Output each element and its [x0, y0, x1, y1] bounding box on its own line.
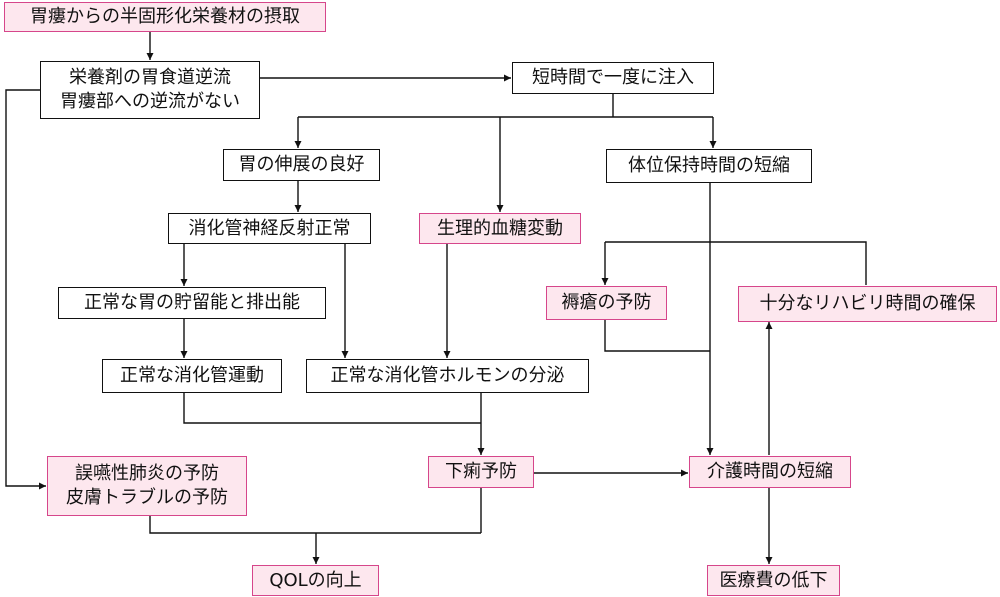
node-gastric-storage-label: 正常な胃の貯留能と排出能 — [84, 292, 300, 313]
node-care-time-label: 介護時間の短縮 — [707, 461, 833, 482]
line-bedsore-to-posture-line — [604, 320, 710, 352]
node-glucose: 生理的血糖変動 — [419, 213, 581, 244]
node-gi-motility: 正常な消化管運動 — [102, 359, 282, 393]
node-rehab-time-label: 十分なリハビリ時間の確保 — [759, 293, 976, 314]
node-short-injection: 短時間で一度に注入 — [512, 62, 714, 94]
line-short-injection-branch — [298, 94, 713, 118]
node-gastrostomy-intake: 胃瘻からの半固形化栄養材の摂取 — [4, 2, 326, 32]
line-rehab-to-bedsore-top — [605, 241, 867, 285]
node-nerve-reflex-label: 消化管神経反射正常 — [188, 217, 351, 239]
node-care-time: 介護時間の短縮 — [689, 456, 851, 488]
node-posture-time-label: 体位保持時間の短縮 — [628, 155, 790, 176]
node-pneumonia-skin: 誤嚥性肺炎の予防 皮膚トラブルの予防 — [47, 456, 247, 516]
node-rehab-time: 十分なリハビリ時間の確保 — [738, 286, 997, 322]
node-no-reflux: 栄養剤の胃食道逆流 胃瘻部への逆流がない — [40, 61, 260, 119]
node-posture-time: 体位保持時間の短縮 — [606, 149, 812, 183]
node-nerve-reflex: 消化管神経反射正常 — [168, 213, 371, 244]
node-pneumonia-label-line1: 誤嚥性肺炎の予防 — [75, 463, 219, 484]
node-medical-cost-label: 医療費の低下 — [719, 569, 828, 591]
node-no-reflux-label-line2: 胃瘻部への逆流がない — [60, 91, 240, 112]
node-stomach-distension-label: 胃の伸展の良好 — [238, 154, 365, 175]
node-no-reflux-label-line1: 栄養剤の胃食道逆流 — [69, 67, 231, 88]
line-motility-hormone-merge — [183, 393, 482, 424]
node-stomach-distension: 胃の伸展の良好 — [223, 149, 380, 181]
node-qol: QOLの向上 — [252, 565, 379, 596]
node-gi-hormone: 正常な消化管ホルモンの分泌 — [306, 359, 589, 393]
node-diarrhea-prevention-label: 下痢予防 — [445, 461, 517, 482]
node-pneumonia-label-line2: 皮膚トラブルの予防 — [66, 487, 228, 508]
node-gastric-storage: 正常な胃の貯留能と排出能 — [58, 287, 326, 319]
node-gi-motility-label: 正常な消化管運動 — [120, 365, 264, 386]
arrow-no-reflux-to-pneumonia — [5, 89, 46, 490]
node-medical-cost: 医療費の低下 — [707, 565, 840, 596]
node-glucose-label: 生理的血糖変動 — [437, 217, 563, 239]
node-gastrostomy-intake-label: 胃瘻からの半固形化栄養材の摂取 — [30, 6, 300, 27]
node-bedsore-prevention: 褥瘡の予防 — [546, 286, 667, 320]
line-pneumonia-to-qol-left — [149, 516, 481, 534]
node-short-injection-label: 短時間で一度に注入 — [532, 67, 694, 88]
node-diarrhea-prevention: 下痢予防 — [428, 456, 534, 488]
node-bedsore-prevention-label: 褥瘡の予防 — [561, 292, 652, 313]
node-gi-hormone-label: 正常な消化管ホルモンの分泌 — [330, 365, 565, 386]
node-qol-label: QOLの向上 — [269, 569, 362, 591]
